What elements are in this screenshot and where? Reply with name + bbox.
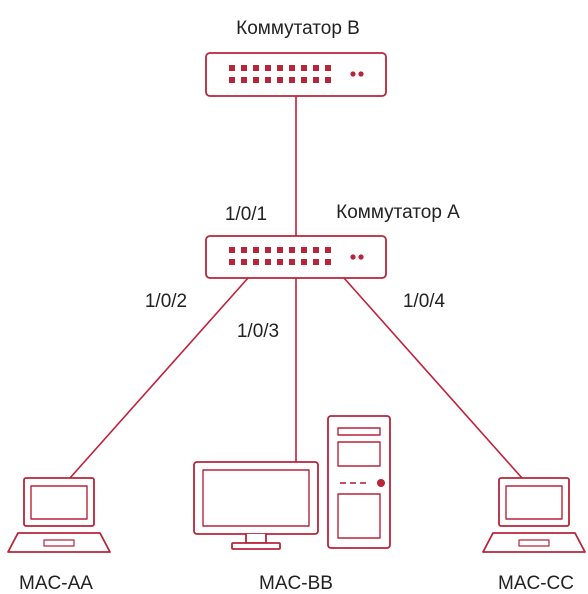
laptop-icon [482, 477, 586, 553]
switch-b: Коммутатор B [205, 18, 387, 97]
pc-tower-icon [327, 415, 391, 549]
port-label-1-0-1: 1/0/1 [225, 204, 267, 225]
host-label-mac-bb: MAC-BB [259, 573, 333, 594]
links [69, 96, 523, 479]
switch-a: Коммутатор A [205, 202, 460, 279]
port-label-1-0-4: 1/0/4 [403, 291, 446, 312]
switch-a-label: Коммутатор A [336, 202, 460, 223]
monitor-icon [193, 461, 319, 550]
switch-b-ports [229, 65, 364, 83]
link-port-1-0-4-mac-cc [343, 277, 523, 479]
host-label-mac-aa: MAC-AA [19, 573, 93, 594]
laptop-icon [7, 477, 111, 553]
switch-a-ports [229, 247, 364, 265]
switch-b-body [205, 52, 387, 97]
port-label-1-0-3: 1/0/3 [237, 321, 279, 342]
switch-b-label: Коммутатор B [236, 18, 360, 39]
port-label-1-0-2: 1/0/2 [145, 291, 187, 312]
switch-a-body [205, 235, 387, 279]
link-port-1-0-2-mac-aa [69, 277, 249, 479]
host-label-mac-cc: MAC-CC [498, 573, 574, 594]
